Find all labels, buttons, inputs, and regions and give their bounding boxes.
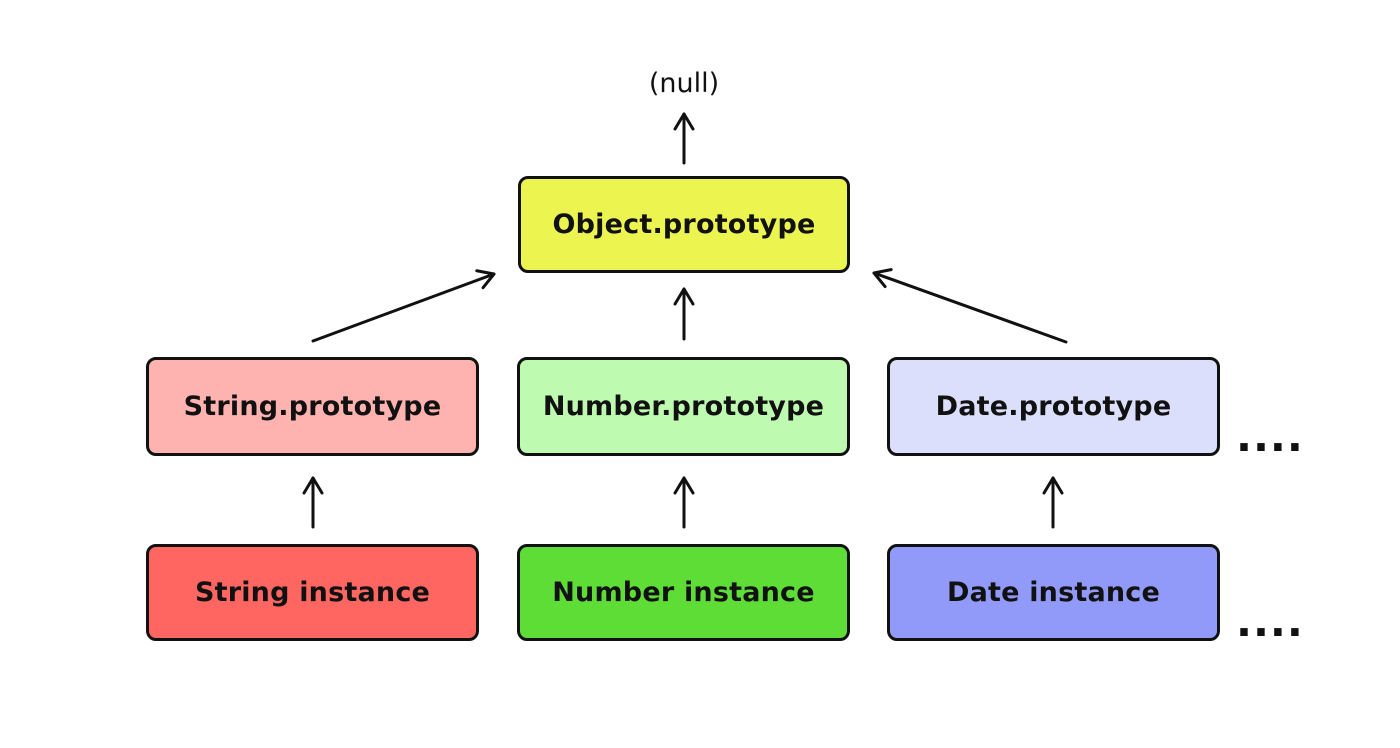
- box-number-instance-label: Number instance: [552, 577, 815, 608]
- arrow-date-prototype-to-object-prototype: [872, 268, 1068, 344]
- box-date-instance-label: Date instance: [946, 577, 1161, 608]
- box-number-instance: Number instance: [517, 544, 850, 641]
- box-string-prototype: String.prototype: [146, 357, 479, 456]
- box-date-prototype: Date.prototype: [887, 357, 1220, 456]
- box-string-instance-label: String instance: [194, 577, 431, 608]
- ellipsis-prototype-row: ....: [1236, 412, 1304, 461]
- box-string-prototype-label: String.prototype: [183, 391, 442, 422]
- box-date-prototype-label: Date.prototype: [935, 391, 1172, 422]
- box-number-prototype-label: Number.prototype: [542, 391, 825, 422]
- box-number-prototype: Number.prototype: [517, 357, 850, 456]
- null-label: (null): [648, 68, 720, 99]
- box-object-prototype: Object.prototype: [518, 176, 850, 273]
- box-string-instance: String instance: [146, 544, 479, 641]
- ellipsis-instance-row: ....: [1236, 597, 1304, 646]
- box-object-prototype-label: Object.prototype: [552, 209, 816, 240]
- box-date-instance: Date instance: [887, 544, 1220, 641]
- arrow-string-prototype-to-object-prototype: [311, 269, 496, 343]
